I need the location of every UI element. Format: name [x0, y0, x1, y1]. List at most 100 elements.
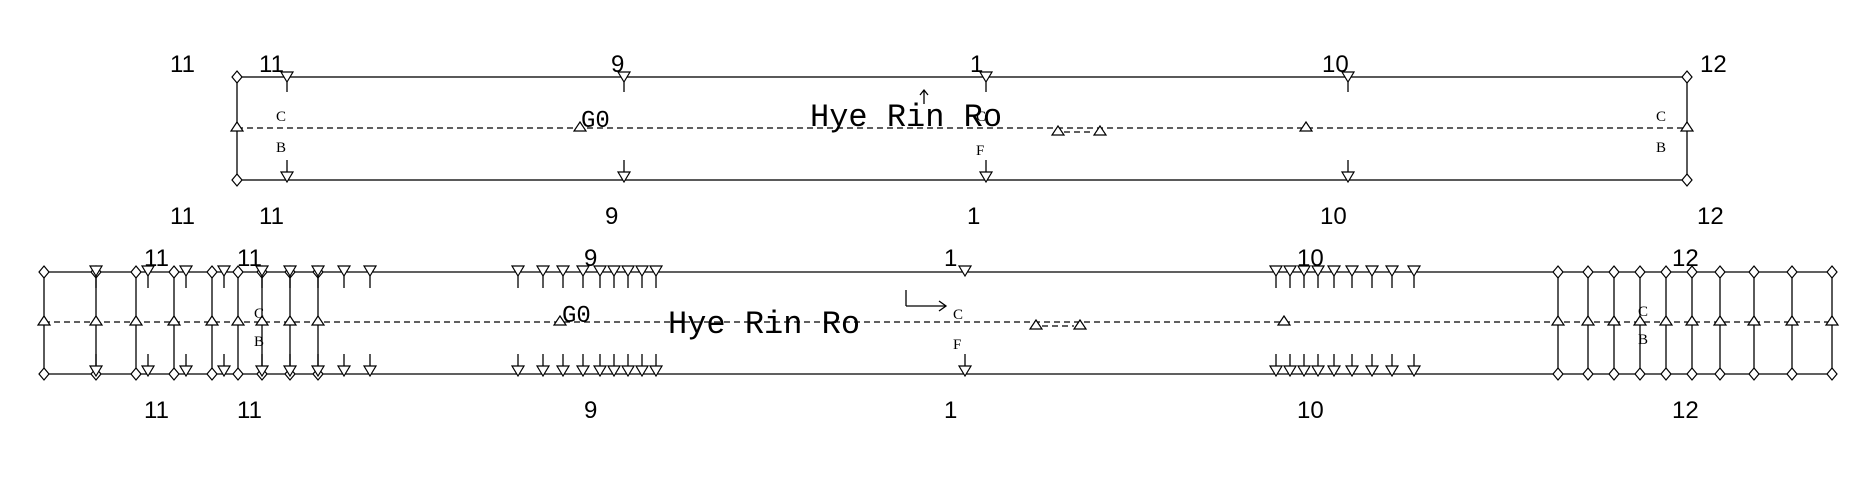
bottom-joint-marker — [1686, 265, 1698, 279]
top-panel: 11 11 9 1 10 12 — [170, 51, 1727, 230]
bottom-slab-title: Hye Rin Ro — [668, 306, 860, 343]
bottom-column-marker — [510, 265, 526, 278]
top-load-marker — [1092, 124, 1108, 136]
bottom-grid-label-12: 12 — [1672, 245, 1699, 272]
bottom-support-triangle — [1746, 314, 1762, 326]
top-column-marker — [978, 71, 994, 84]
bottom-support-triangle — [166, 314, 182, 326]
bottom-column-marker — [140, 265, 156, 278]
top-corner-marker — [1681, 70, 1693, 84]
bottom-column-marker — [1310, 265, 1326, 278]
top-grid-label-outer-left: 11 — [170, 51, 195, 78]
bottom-support-triangle — [1632, 314, 1648, 326]
bottom-column-marker — [1326, 265, 1342, 278]
bottom-grid-label-9: 9 — [584, 245, 597, 272]
top-mark-left-b: B — [276, 140, 286, 156]
bottom-grid-label-bottom-12: 12 — [1672, 397, 1699, 424]
top-mark-center-f: F — [976, 143, 984, 159]
bottom-grid-label-bottom-11: 11 — [237, 397, 262, 424]
bottom-mark-left-c: C — [254, 306, 264, 322]
bottom-column-marker — [216, 265, 232, 278]
bottom-support-triangle — [1684, 314, 1700, 326]
bottom-joint-marker — [1714, 265, 1726, 279]
top-mark-right-b: B — [1656, 140, 1666, 156]
bottom-column-marker — [310, 265, 326, 278]
bottom-support-triangle — [1550, 314, 1566, 326]
bottom-column-marker — [88, 265, 104, 278]
top-grid-label-12: 12 — [1700, 51, 1727, 78]
bottom-joint-marker — [1608, 265, 1620, 279]
bottom-column-marker — [1344, 265, 1360, 278]
bottom-support-triangle — [1784, 314, 1800, 326]
bottom-column-marker — [606, 265, 622, 278]
bottom-support-triangle — [36, 314, 52, 326]
top-group-label: G0 — [581, 108, 610, 135]
bottom-support-triangle — [204, 314, 220, 326]
bottom-support-triangle — [128, 314, 144, 326]
top-corner-marker — [1681, 173, 1693, 187]
bottom-column-marker — [254, 265, 270, 278]
top-column-marker — [1340, 71, 1356, 84]
bottom-column-marker — [1296, 265, 1312, 278]
bottom-column-marker — [1268, 265, 1284, 278]
bottom-column-marker — [362, 265, 378, 278]
bottom-joint-marker — [1686, 367, 1698, 381]
bottom-load-marker — [1072, 318, 1088, 330]
bottom-column-marker — [620, 265, 636, 278]
bottom-support-triangle — [1606, 314, 1622, 326]
top-mark-right-c: C — [1656, 109, 1666, 125]
top-mark-center-c: C — [976, 109, 986, 125]
top-grid-label-9: 9 — [611, 51, 624, 78]
bottom-load-marker — [1028, 318, 1044, 330]
bottom-joint-marker — [1582, 265, 1594, 279]
bottom-support-triangle — [88, 314, 104, 326]
bottom-column-marker — [535, 265, 551, 278]
bottom-joint-marker — [1660, 265, 1672, 279]
bottom-support-triangle — [282, 314, 298, 326]
top-grid-label-bottom-10: 10 — [1320, 203, 1347, 230]
bottom-joint-marker — [1552, 265, 1564, 279]
bottom-load-marker — [552, 314, 568, 326]
bottom-column-marker — [592, 265, 608, 278]
bottom-column-marker — [1384, 265, 1400, 278]
bottom-column-marker — [1364, 265, 1380, 278]
bottom-joint-marker — [130, 265, 142, 279]
bottom-column-marker — [282, 265, 298, 278]
bottom-joint-marker — [1634, 367, 1646, 381]
bottom-mark-right-c: C — [1638, 304, 1648, 320]
top-grid-label-bottom-11: 11 — [259, 203, 284, 230]
bottom-column-marker — [178, 265, 194, 278]
bottom-direction-arrow-head — [938, 300, 948, 312]
top-grid-label-bottom-9: 9 — [605, 203, 618, 230]
bottom-grid-label-bottom-10: 10 — [1297, 397, 1324, 424]
top-corner-marker — [231, 70, 243, 84]
bottom-joint-marker — [168, 367, 180, 381]
bottom-group-label: G0 — [562, 303, 591, 330]
bottom-support-triangle — [1658, 314, 1674, 326]
top-support-triangle — [1679, 120, 1695, 132]
bottom-support-triangle — [1712, 314, 1728, 326]
bottom-joint-marker — [1608, 367, 1620, 381]
bottom-joint-marker — [1660, 367, 1672, 381]
top-slab-title: Hye Rin Ro — [810, 99, 1002, 136]
bottom-grid-label-bottom-outer-left: 11 — [144, 397, 169, 424]
bottom-grid-label-bottom-1: 1 — [944, 397, 957, 424]
bottom-joint-marker — [38, 367, 50, 381]
bottom-mark-center-f: F — [953, 337, 961, 353]
top-support-triangle — [229, 120, 245, 132]
bottom-grid-label-1: 1 — [944, 245, 957, 272]
bottom-column-marker — [957, 265, 973, 278]
bottom-joint-marker — [1552, 367, 1564, 381]
bottom-joint-marker — [232, 265, 244, 279]
top-grid-label-11: 11 — [259, 51, 284, 78]
top-mark-left-c: C — [276, 109, 286, 125]
bottom-joint-marker — [1748, 367, 1760, 381]
bottom-mark-right-b: B — [1638, 332, 1648, 348]
bottom-column-marker — [575, 265, 591, 278]
bottom-panel: 11 11 9 1 10 12 Hye Rin Ro G0 C B C F C — [36, 245, 1840, 424]
top-grid-label-bottom-1: 1 — [967, 203, 980, 230]
bottom-joint-marker — [206, 367, 218, 381]
bottom-joint-marker — [1826, 367, 1838, 381]
top-column-marker — [616, 71, 632, 84]
